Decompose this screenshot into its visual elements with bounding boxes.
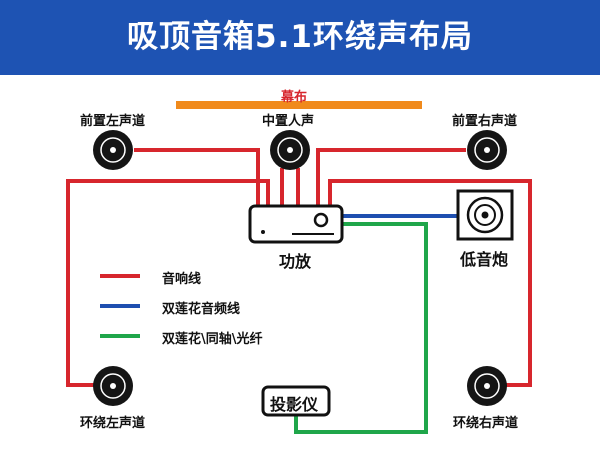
- speaker-front-left-icon: [93, 130, 133, 170]
- speaker-front-right-icon: [467, 130, 507, 170]
- title-banner: [0, 0, 600, 75]
- subwoofer-label: 低音炮: [460, 250, 509, 269]
- surround-left-label: 环绕左声道: [80, 416, 146, 431]
- surround-right-label: 环绕右声道: [453, 416, 519, 431]
- front-right-label: 前置右声道: [452, 114, 518, 129]
- cable-front-left: [134, 148, 260, 206]
- speaker-center-icon: [270, 130, 310, 170]
- cable-surround-left: [66, 179, 270, 387]
- legend-label-speaker-cable: 音响线: [162, 272, 202, 287]
- projection-screen-bar: [176, 101, 422, 109]
- projector-box: [261, 385, 331, 417]
- legend-label-coax-cable: 双莲花\同轴\光纤: [162, 332, 263, 347]
- amplifier-label: 功放: [279, 252, 312, 271]
- cable-projector: [294, 222, 428, 434]
- cable-surround-right: [328, 179, 532, 387]
- subwoofer-icon: [456, 189, 514, 241]
- screen-label: 幕布: [281, 90, 308, 105]
- legend-label-rca-cable: 双莲花音频线: [162, 302, 241, 317]
- cable-front-right: [316, 148, 466, 206]
- front-left-label: 前置左声道: [80, 114, 146, 129]
- speaker-surround-left-icon: [93, 366, 133, 406]
- speaker-cables: [66, 148, 532, 387]
- amplifier-icon: [248, 204, 344, 244]
- speaker-surround-right-icon: [467, 366, 507, 406]
- projector-label: 投影仪: [270, 395, 319, 414]
- page-title: 吸顶音箱5.1环绕声布局: [127, 19, 473, 55]
- center-label: 中置人声: [262, 114, 315, 129]
